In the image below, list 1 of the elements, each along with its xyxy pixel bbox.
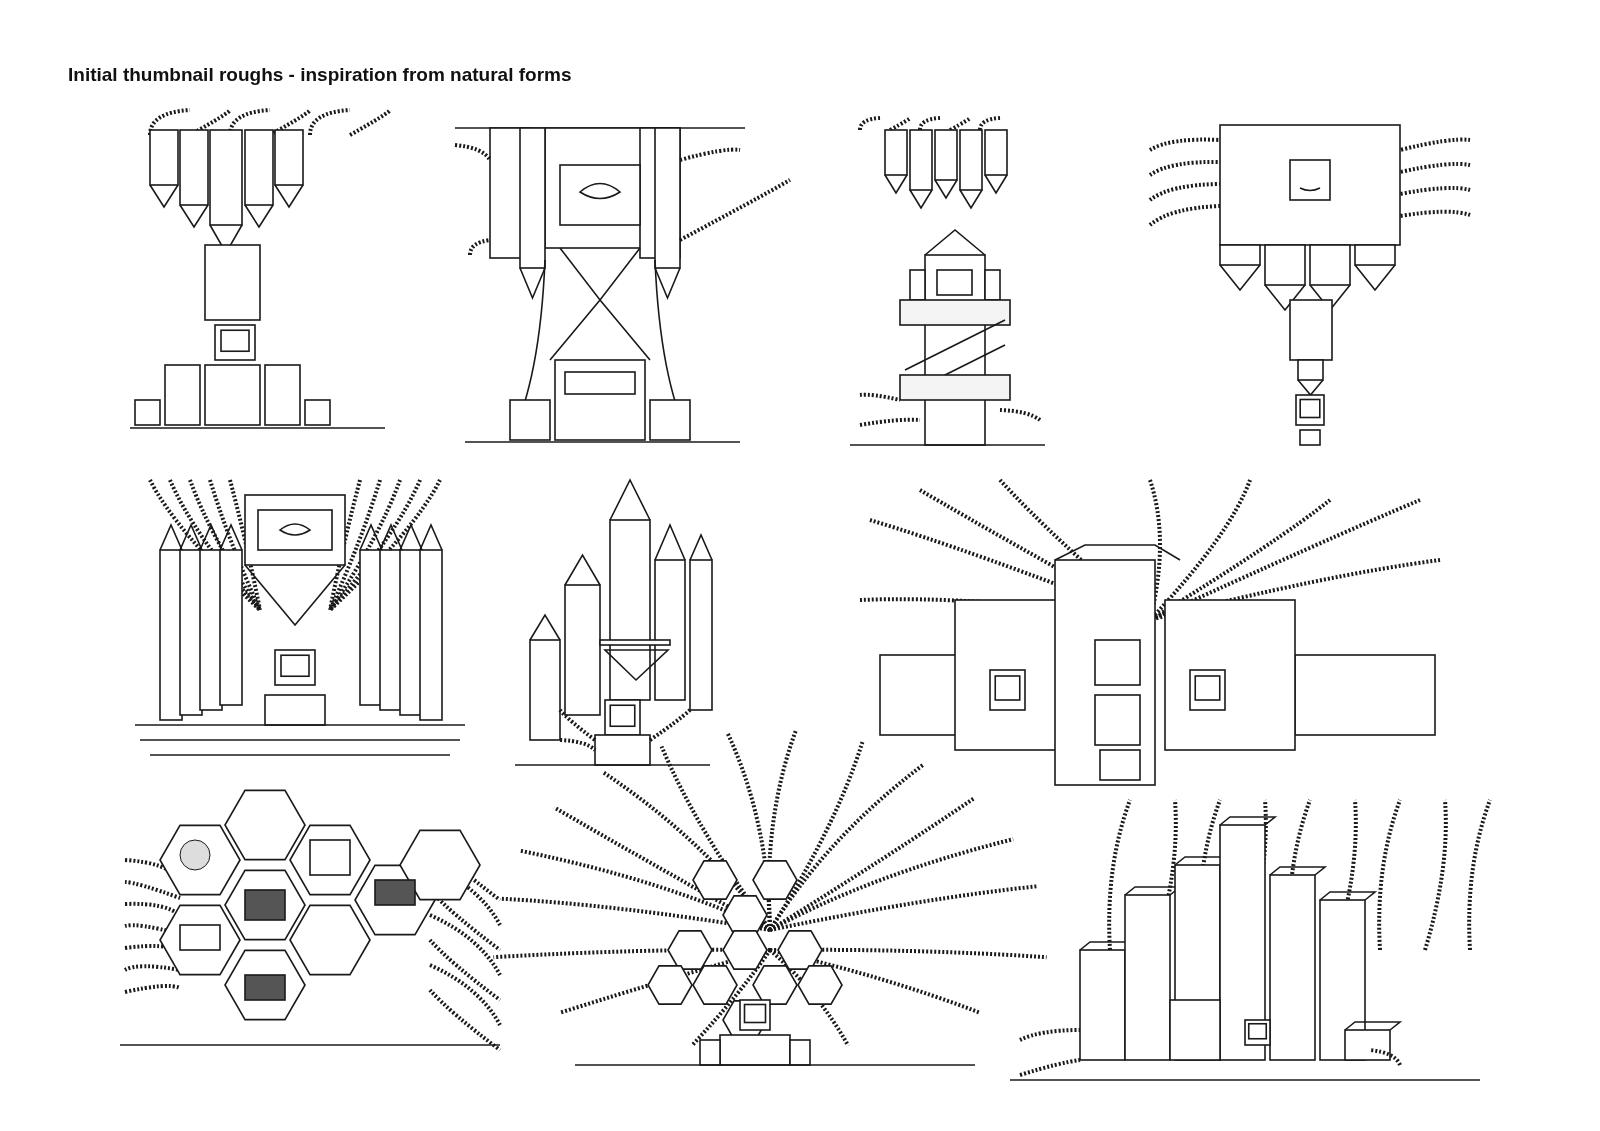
page-title: Initial thumbnail roughs - inspiration from natural forms [68, 64, 572, 86]
